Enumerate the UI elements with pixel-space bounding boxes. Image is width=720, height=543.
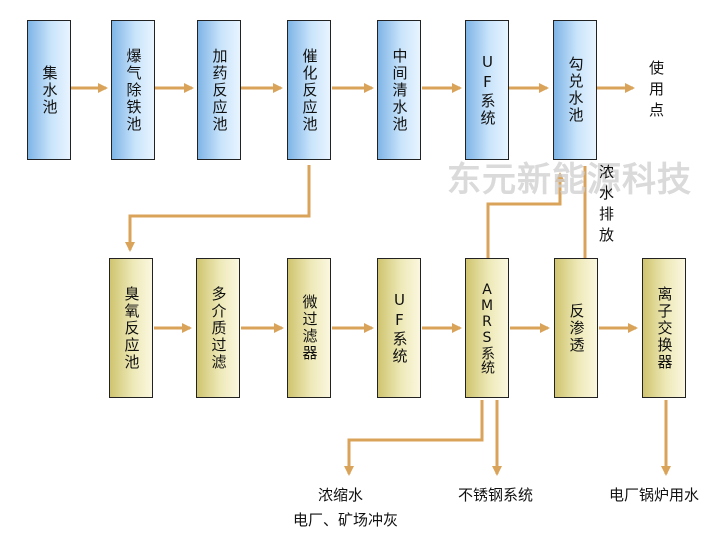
boiler-water-label: 电厂锅炉用水	[609, 486, 700, 504]
box-ozone-reaction: 臭氧反应池	[109, 258, 153, 398]
box-ion-exchanger: 离子交换器	[642, 258, 686, 398]
box-label: 多介质过滤	[209, 285, 228, 371]
arrow-4-to-ozone	[125, 165, 311, 252]
box-uf-system-1: UF系统	[465, 20, 509, 160]
arrow-amrs-to-concentrate	[344, 400, 484, 476]
box-label: 反渗透	[567, 302, 586, 354]
use-point-label: 使用点	[647, 60, 665, 123]
box-collection-tank: 集水池	[27, 20, 71, 160]
concentrate-discharge-label: 浓水排放	[597, 164, 615, 248]
arrow-amrs-to-blend	[486, 172, 565, 258]
box-catalytic-reaction: 催化反应池	[287, 20, 331, 160]
box-label: 加药反应池	[210, 47, 229, 133]
box-dosing-reaction: 加药反应池	[197, 20, 241, 160]
box-multimedia-filter: 多介质过滤	[196, 258, 240, 398]
box-label: AMRS系统	[479, 282, 495, 374]
box-blend-tank: 勾兑水池	[553, 20, 597, 160]
box-label: 勾兑水池	[566, 56, 585, 124]
stainless-label: 不锈钢系统	[458, 486, 534, 504]
box-label: UF系统	[478, 53, 497, 127]
box-label: 集水池	[40, 64, 59, 116]
box-label: 离子交换器	[655, 285, 674, 371]
box-label: UF系统	[390, 291, 409, 365]
box-uf-system-2: UF系统	[377, 258, 421, 398]
box-intermediate-clear-water: 中间清水池	[377, 20, 421, 160]
box-aeration-iron-removal: 爆气除铁池	[111, 20, 155, 160]
box-reverse-osmosis: 反渗透	[554, 258, 598, 398]
box-micro-filter: 微过滤器	[287, 258, 331, 398]
box-amrs-system: AMRS系统	[465, 258, 509, 398]
box-label: 催化反应池	[300, 47, 319, 133]
concentrate-use-label: 电厂、矿场冲灰	[293, 511, 399, 529]
box-label: 微过滤器	[300, 294, 319, 362]
box-label: 臭氧反应池	[122, 285, 141, 371]
watermark: 东元新能源科技	[447, 160, 692, 200]
box-label: 中间清水池	[390, 47, 409, 133]
concentrate-label: 浓缩水	[318, 486, 364, 504]
box-label: 爆气除铁池	[124, 47, 143, 133]
